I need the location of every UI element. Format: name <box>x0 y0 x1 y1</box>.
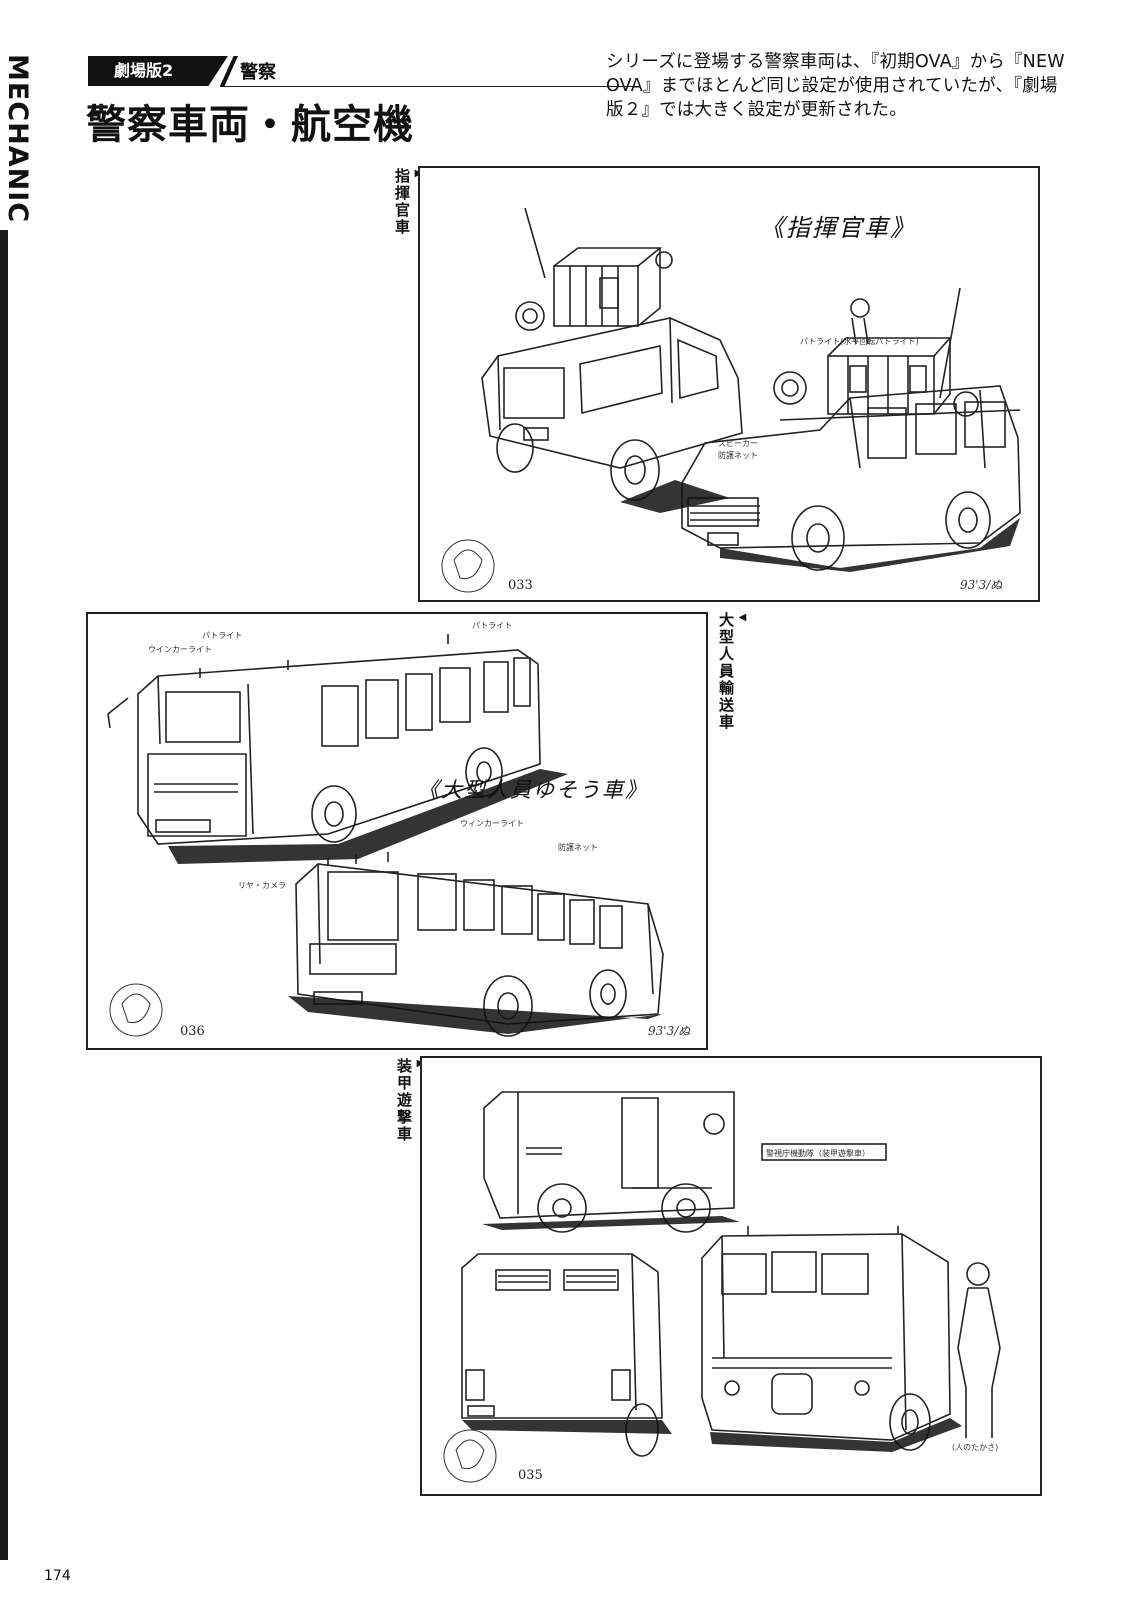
panel-label-personnel-carrier: ◀ 大型人員輸送車 <box>716 612 748 731</box>
side-bar <box>0 230 8 1560</box>
annotation-net: 防護ネット <box>718 451 758 460</box>
caption-box-text: 警視庁機動隊（装甲遊撃車） <box>766 1149 870 1158</box>
panel-armored-car: 警視庁機動隊（装甲遊撃車） (人のたかさ) 035 <box>420 1056 1042 1496</box>
annotation-net: 防護ネット <box>558 843 598 852</box>
annotation-patlite-1: パトライト <box>202 631 243 640</box>
annotation-winker-2: ウィンカーライト <box>460 819 524 828</box>
panel-label-text: 装甲遊撃車 <box>395 1058 413 1143</box>
category-header: 劇場版2 警察 <box>88 56 640 88</box>
annotation-speaker: スピーカー <box>718 439 758 448</box>
handwritten-title: 《指揮官車》 <box>760 214 916 242</box>
page-title: 警察車両・航空機 <box>86 102 414 148</box>
subcategory-label: 警察 <box>240 62 276 83</box>
handwritten-title: 《大型人員ゆそう車》 <box>418 778 648 802</box>
artist-signature: 93'3/ぬ <box>648 1024 691 1038</box>
side-strip: MECHANIC <box>0 50 33 1570</box>
section-label: MECHANIC <box>2 54 33 224</box>
annotation-rear-camera: リヤ・カメラ <box>238 881 286 890</box>
panel-personnel-carrier: 《大型人員ゆそう車》 パトライト ウインカーライト パトライト ウィンカーライト… <box>86 612 708 1050</box>
annotation-patlite-2: パトライト <box>472 621 513 630</box>
scale-note: (人のたかさ) <box>952 1443 999 1452</box>
annotation-winker-1: ウインカーライト <box>148 645 212 654</box>
panel-label-text: 指揮官車 <box>393 168 411 236</box>
sheet-number: 035 <box>518 1468 543 1483</box>
lead-text: シリーズに登場する警察車両は、『初期OVA』から『NEW OVA』までほとんど同… <box>606 52 1065 120</box>
category-tag: 劇場版2 <box>88 56 228 86</box>
panel-command-car: 《指揮官車》 パトライト(水平回転パトライト) スピーカー 防護ネット 033 … <box>418 166 1040 602</box>
header-rule <box>220 86 640 87</box>
sheet-number: 036 <box>180 1024 205 1039</box>
sheet-number: 033 <box>508 578 533 593</box>
command-car-illustration <box>441 207 1021 593</box>
page-number: 174 <box>44 1568 71 1584</box>
triangle-marker-icon: ◀ <box>737 612 748 625</box>
personnel-carrier-illustration <box>107 634 664 1037</box>
panel-label-text: 大型人員輸送車 <box>717 612 735 731</box>
artist-signature: 93'3/ぬ <box>960 578 1003 592</box>
annotation-patlite: パトライト(水平回転パトライト) <box>800 337 919 346</box>
armored-car-illustration <box>443 1091 1001 1483</box>
